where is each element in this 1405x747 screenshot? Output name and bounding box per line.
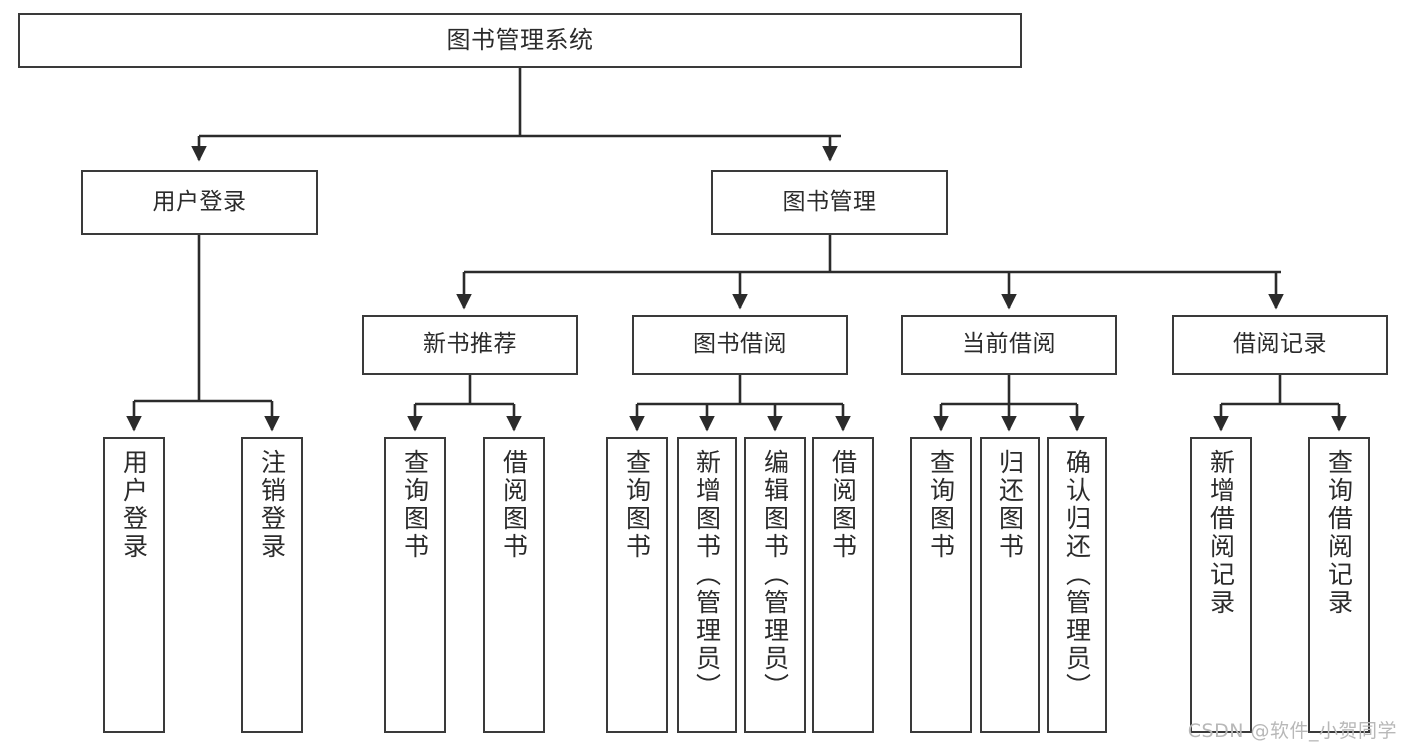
node-root-system[interactable]: 图书管理系统 <box>18 13 1022 68</box>
node-label: 归还图书 <box>995 449 1025 561</box>
node-label: 借阅记录 <box>1233 331 1327 358</box>
node-label: 查询图书 <box>926 449 956 561</box>
node-new-book-recommendation[interactable]: 新书推荐 <box>362 315 578 375</box>
node-book-management[interactable]: 图书管理 <box>711 170 948 235</box>
watermark-text: CSDN @软件_小贺同学 <box>1187 720 1397 742</box>
node-label: 注销登录 <box>257 449 287 561</box>
node-label: 编辑图书（管理员） <box>760 449 790 701</box>
node-label: 查询图书 <box>400 449 430 561</box>
leaf-book-borrow-query[interactable]: 查询图书 <box>606 437 668 733</box>
node-label: 查询图书 <box>622 449 652 561</box>
leaf-current-borrow-return[interactable]: 归还图书 <box>980 437 1040 733</box>
node-book-borrow[interactable]: 图书借阅 <box>632 315 848 375</box>
node-label: 新书推荐 <box>423 331 517 358</box>
node-label: 借阅图书 <box>828 449 858 561</box>
node-label: 查询借阅记录 <box>1324 449 1354 617</box>
node-user-login[interactable]: 用户登录 <box>81 170 318 235</box>
node-label: 图书管理系统 <box>446 26 594 55</box>
node-label: 确认归还（管理员） <box>1062 449 1092 701</box>
leaf-user-login-logout[interactable]: 注销登录 <box>241 437 303 733</box>
node-label: 图书管理 <box>782 188 877 215</box>
node-label: 新增借阅记录 <box>1206 449 1236 617</box>
leaf-user-login-login[interactable]: 用户登录 <box>103 437 165 733</box>
leaf-book-borrow-borrow[interactable]: 借阅图书 <box>812 437 874 733</box>
node-label: 借阅图书 <box>499 449 529 561</box>
leaf-current-borrow-confirm-return[interactable]: 确认归还（管理员） <box>1047 437 1107 733</box>
leaf-borrow-record-query[interactable]: 查询借阅记录 <box>1308 437 1370 733</box>
node-label: 用户登录 <box>119 449 149 561</box>
node-label: 用户登录 <box>152 188 247 215</box>
leaf-new-book-query[interactable]: 查询图书 <box>384 437 446 733</box>
leaf-book-borrow-edit[interactable]: 编辑图书（管理员） <box>744 437 806 733</box>
leaf-current-borrow-query[interactable]: 查询图书 <box>910 437 972 733</box>
leaf-borrow-record-add[interactable]: 新增借阅记录 <box>1190 437 1252 733</box>
node-label: 当前借阅 <box>962 331 1056 358</box>
node-current-borrow[interactable]: 当前借阅 <box>901 315 1117 375</box>
node-label: 新增图书（管理员） <box>692 449 722 701</box>
node-borrow-record[interactable]: 借阅记录 <box>1172 315 1388 375</box>
node-label: 图书借阅 <box>693 331 787 358</box>
leaf-new-book-borrow[interactable]: 借阅图书 <box>483 437 545 733</box>
leaf-book-borrow-add[interactable]: 新增图书（管理员） <box>677 437 737 733</box>
